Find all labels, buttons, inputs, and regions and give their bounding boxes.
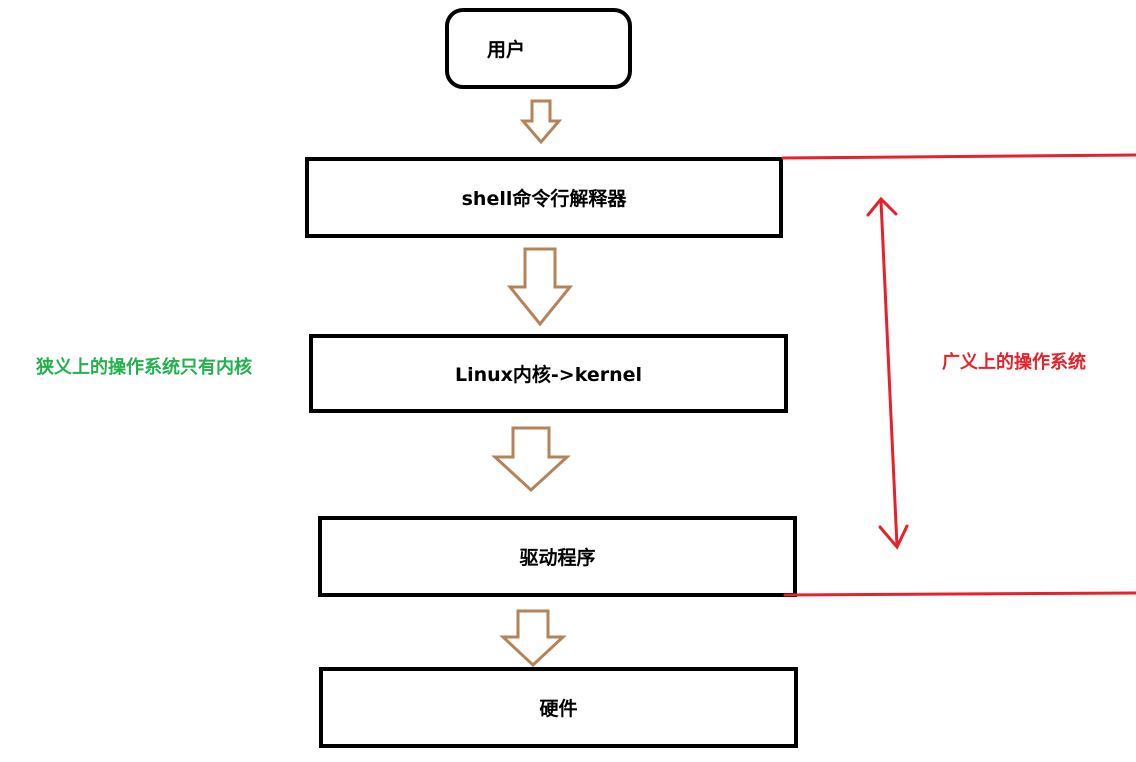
shell-node: shell命令行解释器 bbox=[305, 157, 783, 238]
hardware-node-label: 硬件 bbox=[539, 698, 578, 720]
driver-node-label: 驱动程序 bbox=[519, 547, 596, 569]
broad-top-line bbox=[781, 153, 1136, 160]
narrow-os-label: 狭义上的操作系统只有内核 bbox=[36, 357, 252, 378]
kernel-node-label: Linux内核->kernel bbox=[454, 364, 643, 386]
user-node-label: 用户 bbox=[487, 39, 526, 61]
broad-span-arrow-top-head bbox=[866, 196, 898, 217]
user-node: 用户 bbox=[445, 8, 632, 89]
kernel-node: Linux内核->kernel bbox=[309, 334, 788, 413]
driver-node: 驱动程序 bbox=[318, 516, 797, 597]
broad-bottom-line bbox=[783, 591, 1136, 597]
broad-os-label: 广义上的操作系统 bbox=[942, 352, 1086, 373]
shell-node-label: shell命令行解释器 bbox=[461, 188, 627, 210]
arrow-kernel-to-driver bbox=[491, 426, 571, 493]
arrow-user-to-shell bbox=[519, 99, 563, 145]
hardware-node: 硬件 bbox=[319, 667, 798, 748]
broad-span-arrow-bottom-head bbox=[878, 524, 909, 550]
arrow-driver-to-hardware bbox=[499, 609, 567, 668]
arrow-shell-to-kernel bbox=[506, 247, 574, 327]
broad-span-arrow-shaft bbox=[879, 199, 899, 548]
